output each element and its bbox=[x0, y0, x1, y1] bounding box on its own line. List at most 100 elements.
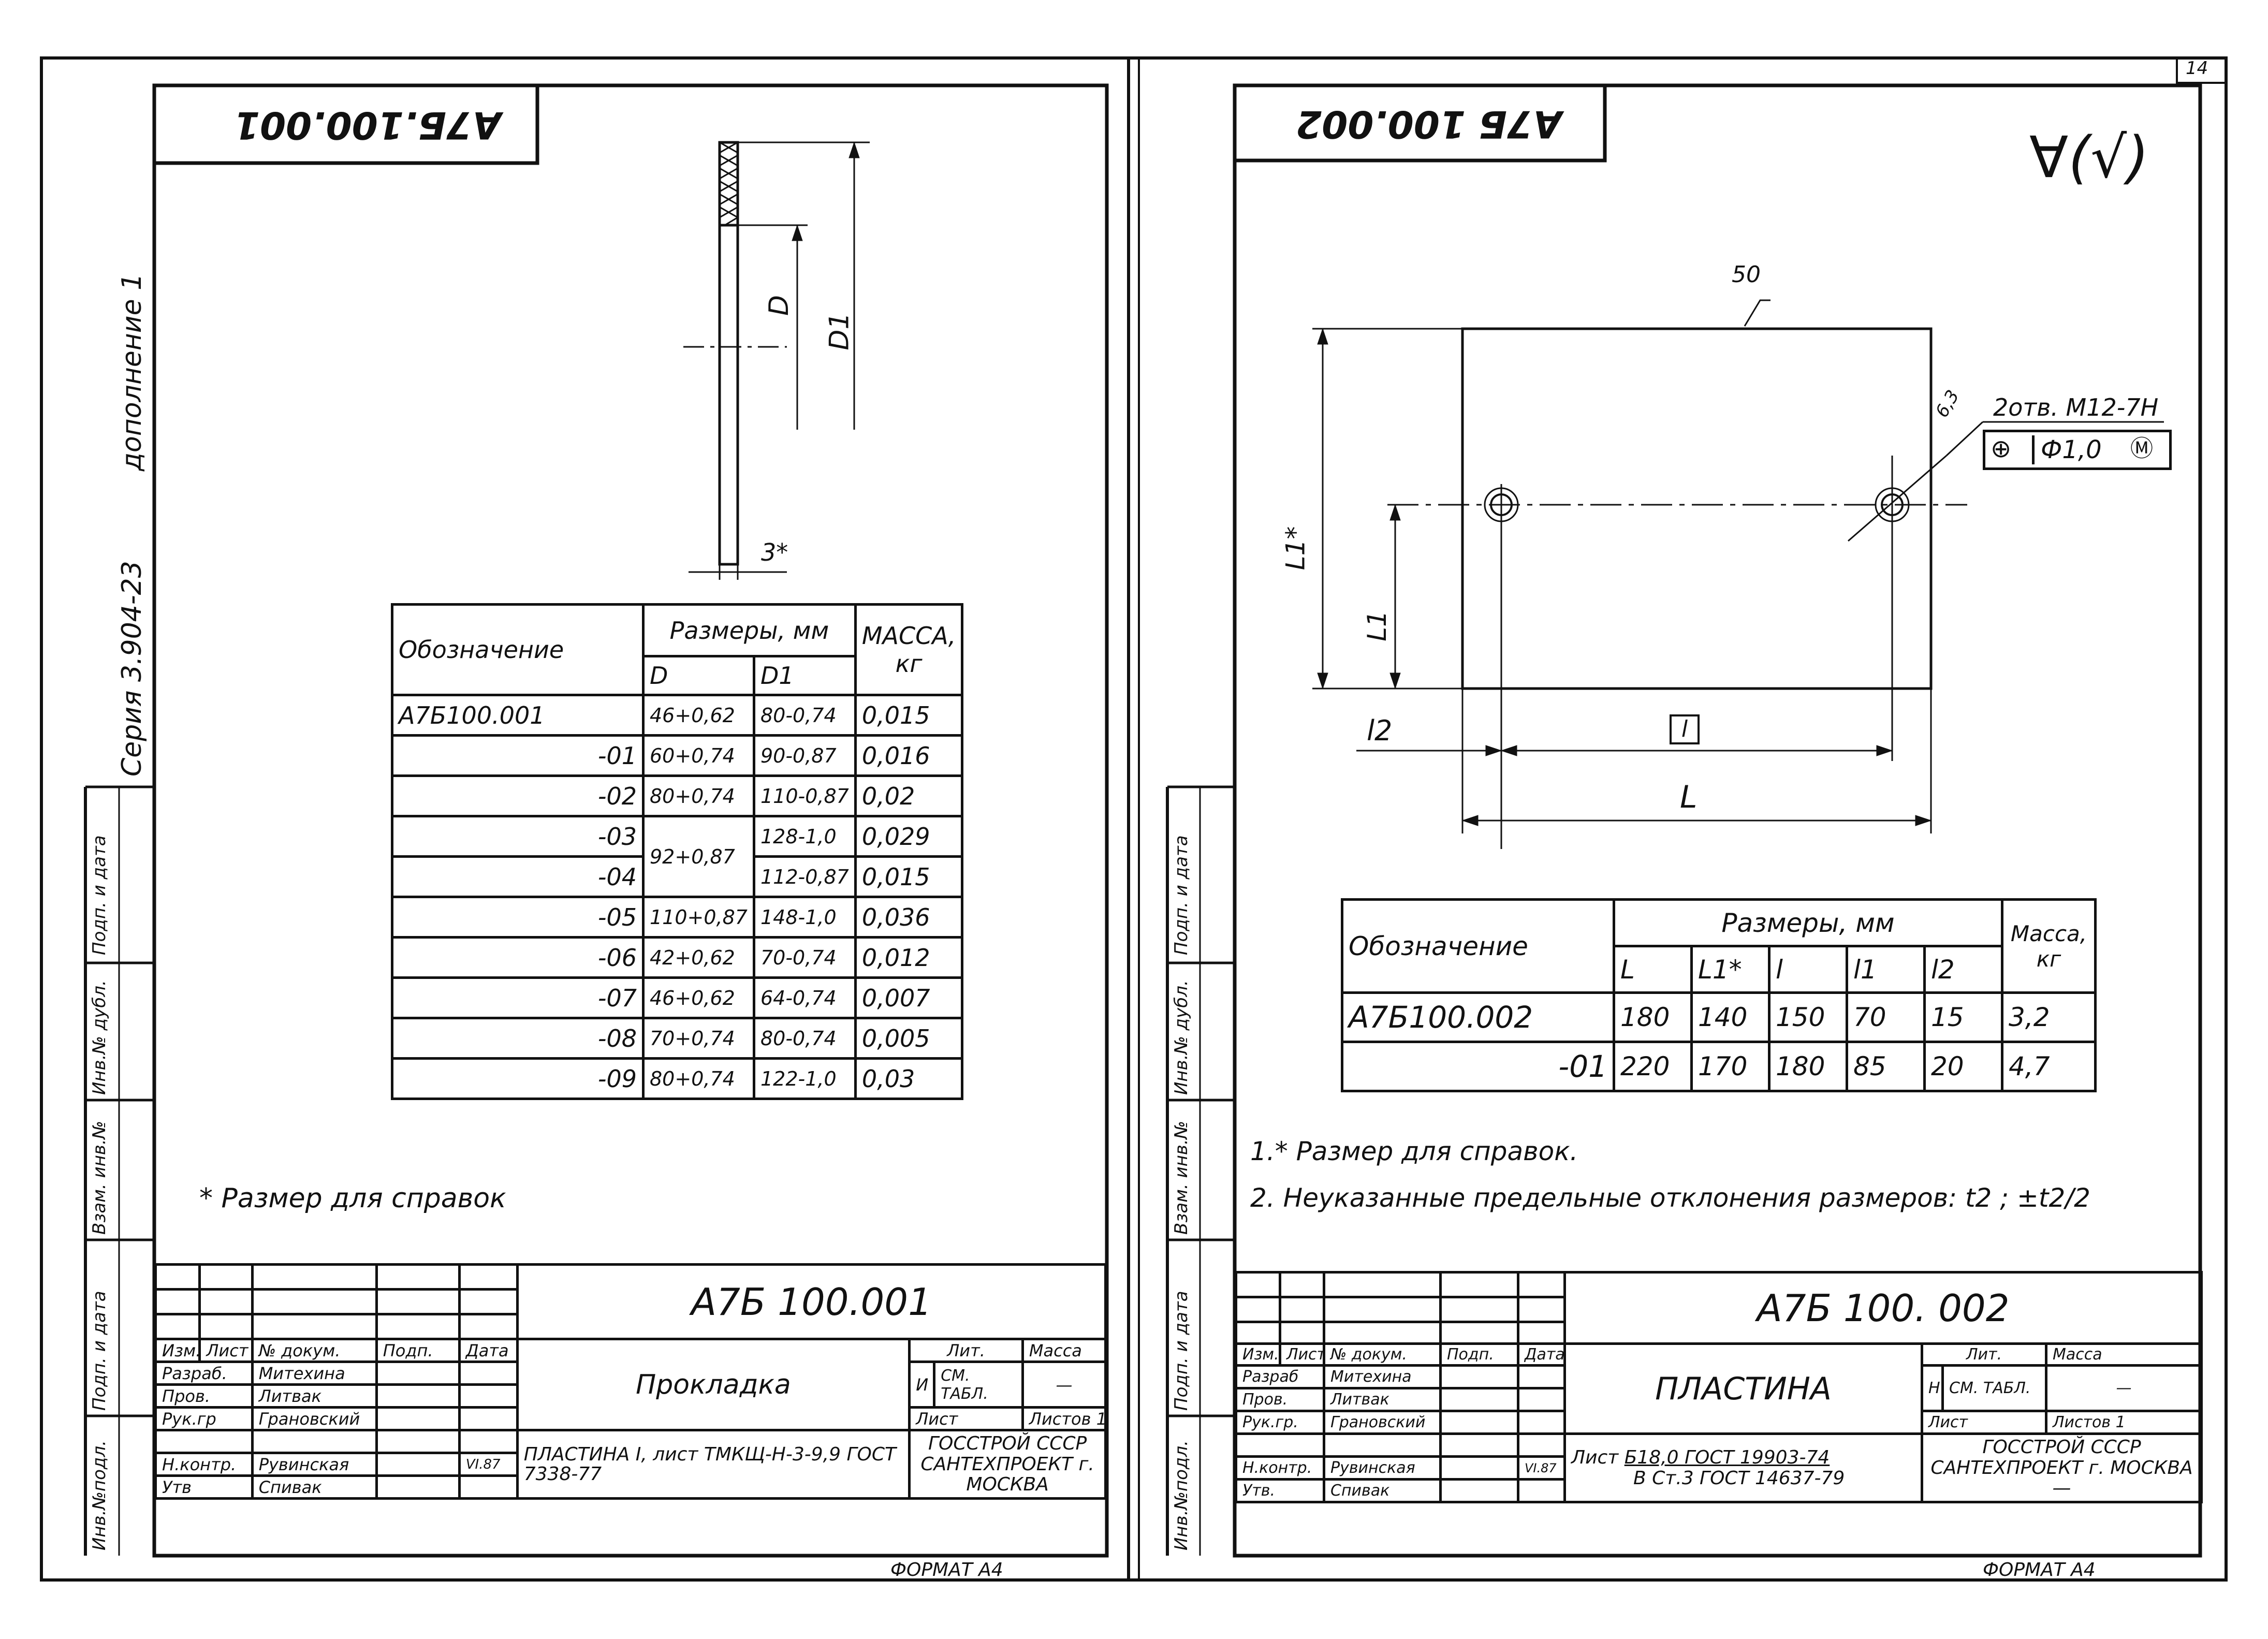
row-des: -01 bbox=[391, 734, 645, 777]
left-spec-table: Обозначение Размеры, мм МАССА, кг D D1 А… bbox=[391, 603, 964, 1100]
right-title-block: А7Б 100. 002 Изм. Лист № докум. Подп. Да… bbox=[1235, 1271, 2203, 1503]
h-l1: l1 bbox=[1846, 945, 1926, 994]
material-top: Б18,0 ГОСТ 19903-74 bbox=[1624, 1446, 1830, 1468]
dim-l2-label: l2 bbox=[1367, 714, 1393, 747]
person: Рувинская bbox=[251, 1452, 378, 1477]
row-val: 170 bbox=[1690, 1041, 1770, 1092]
col-date: Дата bbox=[1517, 1342, 1566, 1367]
row-D: 80+0,74 bbox=[642, 1057, 755, 1100]
h-L1star: L1* bbox=[1690, 945, 1770, 994]
role: Рук.гр bbox=[154, 1406, 254, 1431]
row-mass: 3,2 bbox=[2001, 991, 2097, 1043]
row-des: -03 bbox=[391, 815, 645, 858]
row-D: 92+0,87 bbox=[642, 815, 755, 898]
person: Литвак bbox=[1323, 1387, 1442, 1412]
row-D1: 148-1,0 bbox=[752, 896, 857, 939]
left-material: ПЛАСТИНА I, лист ТМКЩ-Н-3-9,9 ГОСТ 7338-… bbox=[516, 1429, 911, 1500]
mmc-icon: Ⓜ bbox=[2130, 435, 2153, 462]
right-format: ФОРМАТ А4 bbox=[1983, 1559, 2096, 1581]
material-label: Лист bbox=[1571, 1446, 1619, 1468]
col-doc: № докум. bbox=[251, 1338, 378, 1363]
mass: СМ. ТАБЛ. bbox=[933, 1360, 1024, 1409]
h-l: l bbox=[1768, 945, 1848, 994]
role: Н.контр. bbox=[1235, 1455, 1325, 1481]
person: Грановский bbox=[251, 1406, 378, 1431]
row-des: -08 bbox=[391, 1017, 645, 1060]
col-sign: Подп. bbox=[375, 1338, 461, 1363]
row-mass: 0,015 bbox=[854, 855, 964, 898]
col-izm: Изм. bbox=[1235, 1342, 1281, 1367]
h-l2: l2 bbox=[1923, 945, 2003, 994]
row-val: 15 bbox=[1923, 991, 2003, 1043]
row-D1: 122-1,0 bbox=[752, 1057, 857, 1100]
col-izm: Изм. bbox=[154, 1338, 201, 1363]
row-D: 46+0,62 bbox=[642, 976, 755, 1019]
row-mass: 0,015 bbox=[854, 694, 964, 737]
dim-l-label: l bbox=[1670, 714, 1700, 744]
dim-thickness-label: 3* bbox=[761, 538, 788, 566]
holes-note: 2отв. М12-7Н bbox=[1993, 393, 2159, 421]
person: Спивак bbox=[1323, 1478, 1442, 1503]
lit-h: Лит. bbox=[1921, 1342, 2047, 1367]
strip-label-sign-date-2: Подп. и дата bbox=[89, 1291, 110, 1411]
role: Пров. bbox=[154, 1383, 254, 1409]
page-number: 14 bbox=[2186, 58, 2208, 79]
row-D: 46+0,62 bbox=[642, 694, 755, 737]
row-des: А7Б100.001 bbox=[391, 694, 645, 737]
row-val: 85 bbox=[1846, 1041, 1926, 1092]
row-mass: 0,007 bbox=[854, 976, 964, 1019]
row-mass: 4,7 bbox=[2001, 1041, 2097, 1092]
right-material: Лист Б18,0 ГОСТ 19903-74 В Ст.3 ГОСТ 146… bbox=[1563, 1432, 1923, 1503]
tolerance-frame: ⊕ Ф1,0 Ⓜ bbox=[1983, 430, 2172, 470]
h-designation: Обозначение bbox=[391, 603, 645, 696]
role: Разраб. bbox=[154, 1360, 254, 1386]
left-tb-code: А7Б 100.001 bbox=[516, 1263, 1107, 1340]
roughness-general: ∀(√) bbox=[2029, 124, 2149, 191]
row-des: -06 bbox=[391, 936, 645, 979]
row-des: -07 bbox=[391, 976, 645, 1019]
row-des: -09 bbox=[391, 1057, 645, 1100]
tolerance-value: Ф1,0 bbox=[2032, 435, 2102, 464]
row-val: 20 bbox=[1923, 1041, 2003, 1092]
right-tb-code: А7Б 100. 002 bbox=[1563, 1271, 2203, 1345]
h-sizes: Размеры, мм bbox=[1613, 898, 2003, 947]
sheet: Лист bbox=[908, 1406, 1024, 1431]
role: Утв. bbox=[1235, 1478, 1325, 1503]
col-doc: № докум. bbox=[1323, 1342, 1442, 1367]
right-note-1: 1.* Размер для справок. bbox=[1250, 1136, 1578, 1166]
h-D1: D1 bbox=[752, 655, 857, 696]
row-D: 42+0,62 bbox=[642, 936, 755, 979]
left-stamp-code: А7Б.100.001 bbox=[234, 104, 501, 147]
row-mass: 0,03 bbox=[854, 1057, 964, 1100]
left-title-block: А7Б 100.001 Изм. Лист № докум. Подп. Дат… bbox=[154, 1263, 1107, 1500]
strip-label-dup-inv-r: Инв.№ дубл. bbox=[1171, 980, 1192, 1095]
row-mass: 0,005 bbox=[854, 1017, 964, 1060]
sheets: Листов 1 bbox=[2044, 1410, 2203, 1435]
row-mass: 0,029 bbox=[854, 815, 964, 858]
col-list: Лист bbox=[1279, 1342, 1325, 1367]
row-mass: 0,02 bbox=[854, 774, 964, 817]
right-spec-table: Обозначение Размеры, мм Масса, кг L L1* … bbox=[1341, 898, 2097, 1092]
roughness-top: 50 bbox=[1732, 261, 1761, 288]
row-D: 110+0,87 bbox=[642, 896, 755, 939]
person: Митехина bbox=[251, 1360, 378, 1386]
dim-L1-label: L1 bbox=[1362, 610, 1392, 641]
row-D1: 64-0,74 bbox=[752, 976, 857, 1019]
col-list: Лист bbox=[198, 1338, 254, 1363]
row-D1: 110-0,87 bbox=[752, 774, 857, 817]
h-D: D bbox=[642, 655, 755, 696]
scale: — bbox=[2044, 1364, 2203, 1412]
row-D: 60+0,74 bbox=[642, 734, 755, 777]
strip-label-sign-date-2-r: Подп. и дата bbox=[1171, 1291, 1192, 1411]
date-note: VI.87 bbox=[1517, 1455, 1566, 1481]
material-bottom: В Ст.3 ГОСТ 14637-79 bbox=[1633, 1467, 1845, 1489]
row-des: -02 bbox=[391, 774, 645, 817]
role: Пров. bbox=[1235, 1387, 1325, 1412]
strip-label-replace-inv-r: Взам. инв.№ bbox=[1171, 1120, 1192, 1235]
row-des: -01 bbox=[1341, 1041, 1615, 1092]
mass-h: Масса bbox=[1021, 1338, 1107, 1363]
strip-label-sign-date: Подп. и дата bbox=[89, 835, 110, 955]
role: Утв bbox=[154, 1474, 254, 1500]
person: Грановский bbox=[1323, 1410, 1442, 1435]
row-des: -04 bbox=[391, 855, 645, 898]
